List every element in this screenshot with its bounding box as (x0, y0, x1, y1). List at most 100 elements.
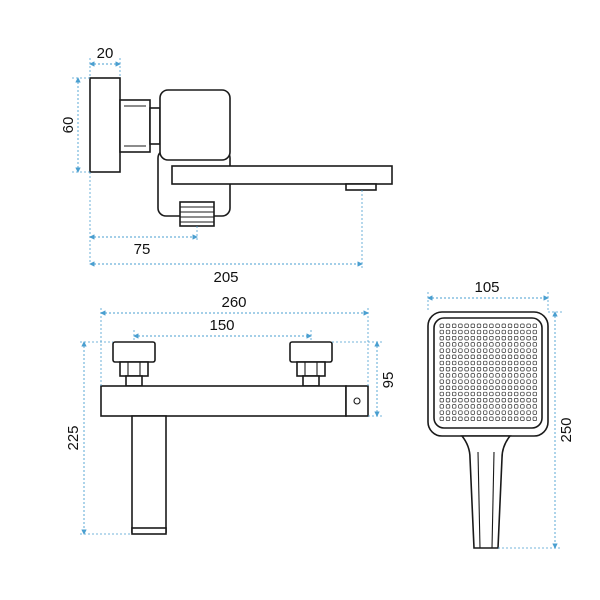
nozzle (489, 373, 494, 378)
nozzle (483, 329, 488, 335)
nozzle (507, 398, 513, 403)
nozzle (520, 342, 525, 347)
nozzle (507, 348, 513, 353)
nozzle (520, 348, 525, 353)
nozzle (514, 348, 519, 353)
nozzle (464, 323, 469, 328)
nozzle (514, 385, 519, 390)
nozzle (520, 354, 525, 359)
nozzle (476, 373, 482, 378)
nozzle (452, 416, 457, 421)
dim-center-distance: 150 (209, 317, 234, 334)
nozzle (501, 329, 506, 335)
nozzle (483, 360, 488, 366)
nozzle (520, 379, 525, 384)
nozzle (439, 367, 444, 372)
nozzle (483, 404, 488, 409)
nozzle (452, 323, 457, 328)
front-view: 260 150 95 225 (65, 294, 397, 535)
nozzle (470, 354, 475, 359)
nozzle (452, 329, 457, 335)
nozzle (520, 410, 525, 415)
nozzle (501, 391, 506, 397)
nozzle (439, 354, 444, 359)
nozzle (520, 398, 525, 403)
nozzle (526, 410, 531, 415)
nozzle (489, 404, 494, 409)
nozzle (532, 373, 537, 378)
nozzle (489, 329, 494, 335)
nozzle (520, 323, 525, 328)
nozzle (458, 379, 463, 384)
nozzle (526, 329, 531, 335)
nozzle (501, 367, 506, 372)
nozzle (452, 360, 457, 366)
nozzle (483, 373, 488, 378)
nozzle (495, 416, 500, 421)
nozzle (495, 323, 500, 328)
nozzle (532, 404, 537, 409)
nozzle (532, 329, 537, 335)
nozzle (489, 379, 494, 384)
spout-aerator (345, 183, 377, 191)
mixer-handle (159, 89, 231, 161)
nozzle (514, 342, 519, 347)
nozzle (464, 373, 469, 378)
nozzle (439, 404, 444, 409)
nozzle (452, 391, 457, 397)
nozzle (501, 354, 506, 359)
nozzle (507, 416, 513, 421)
nozzle (470, 367, 475, 372)
dim-outlet-depth: 75 (134, 241, 151, 258)
nozzle (526, 342, 531, 347)
right-connector-nut (289, 341, 333, 363)
nozzle (501, 360, 506, 366)
nozzle (495, 329, 500, 335)
nozzle (439, 398, 444, 403)
nozzle (445, 379, 451, 384)
nozzle (476, 391, 482, 397)
nozzle (464, 385, 469, 390)
nozzle (458, 373, 463, 378)
nozzle (514, 336, 519, 341)
nozzle (464, 410, 469, 415)
nozzle (501, 373, 506, 378)
nozzle (439, 348, 444, 353)
nozzle (483, 367, 488, 372)
nozzle (445, 391, 451, 397)
nozzle (489, 323, 494, 328)
nozzle (445, 323, 451, 328)
nozzle (464, 404, 469, 409)
nozzle (495, 348, 500, 353)
nozzle (445, 416, 451, 421)
nozzle (507, 329, 513, 335)
nozzle (495, 342, 500, 347)
nozzle (458, 385, 463, 390)
nozzle (452, 367, 457, 372)
nozzle (470, 404, 475, 409)
nozzle (476, 342, 482, 347)
nozzle (501, 336, 506, 341)
nozzle (445, 398, 451, 403)
nozzle (507, 373, 513, 378)
nozzle (501, 410, 506, 415)
nozzle (464, 398, 469, 403)
nozzle (501, 416, 506, 421)
nozzle-grid (439, 323, 537, 421)
nozzle (452, 410, 457, 415)
nozzle (452, 354, 457, 359)
dim-height: 60 (60, 117, 77, 134)
nozzle (514, 323, 519, 328)
nozzle (470, 336, 475, 341)
nozzle (470, 379, 475, 384)
nozzle (526, 416, 531, 421)
nozzle (495, 379, 500, 384)
nozzle (520, 404, 525, 409)
nozzle (470, 373, 475, 378)
nozzle (458, 336, 463, 341)
nozzle (445, 373, 451, 378)
nozzle (439, 323, 444, 328)
dim-shower-width: 105 (474, 279, 499, 296)
nozzle (483, 379, 488, 384)
nozzle (445, 404, 451, 409)
